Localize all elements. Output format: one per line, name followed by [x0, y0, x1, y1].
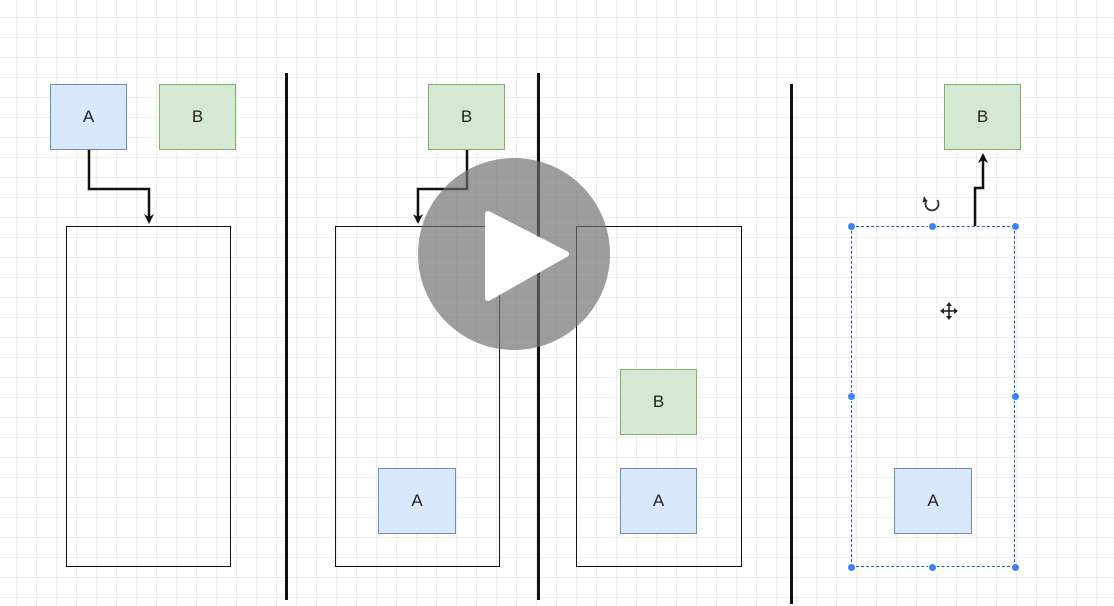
panel4-node-b[interactable]: B: [944, 84, 1021, 150]
resize-handle-bottom-left[interactable]: [846, 562, 856, 572]
play-button[interactable]: [418, 158, 610, 350]
panel2-node-a[interactable]: A: [378, 468, 456, 534]
panel4-node-a[interactable]: A: [894, 468, 972, 534]
panel-divider-1: [285, 73, 288, 600]
panel3-container[interactable]: [576, 226, 742, 567]
panel1-node-a[interactable]: A: [50, 84, 127, 150]
panel2-node-b[interactable]: B: [428, 84, 505, 150]
rotate-icon: [922, 196, 940, 212]
edge-panel1-a-to-container: [87, 150, 154, 224]
panel1-node-b[interactable]: B: [159, 84, 236, 150]
play-icon: [485, 211, 569, 301]
resize-handle-bottom-right[interactable]: [1010, 562, 1020, 572]
resize-handle-top-right[interactable]: [1010, 221, 1020, 231]
resize-handle-top[interactable]: [927, 221, 937, 231]
resize-handle-bottom[interactable]: [927, 562, 937, 572]
panel2-container[interactable]: [335, 226, 500, 567]
move-icon: [940, 302, 958, 320]
resize-handle-left[interactable]: [846, 391, 856, 401]
panel3-node-b[interactable]: B: [620, 369, 697, 435]
panel1-container[interactable]: [66, 226, 231, 567]
resize-handle-top-left[interactable]: [846, 221, 856, 231]
panel-divider-3: [790, 84, 793, 604]
panel3-node-a[interactable]: A: [620, 468, 697, 534]
resize-handle-right[interactable]: [1010, 391, 1020, 401]
edge-panel4-container-to-b: [973, 153, 988, 226]
